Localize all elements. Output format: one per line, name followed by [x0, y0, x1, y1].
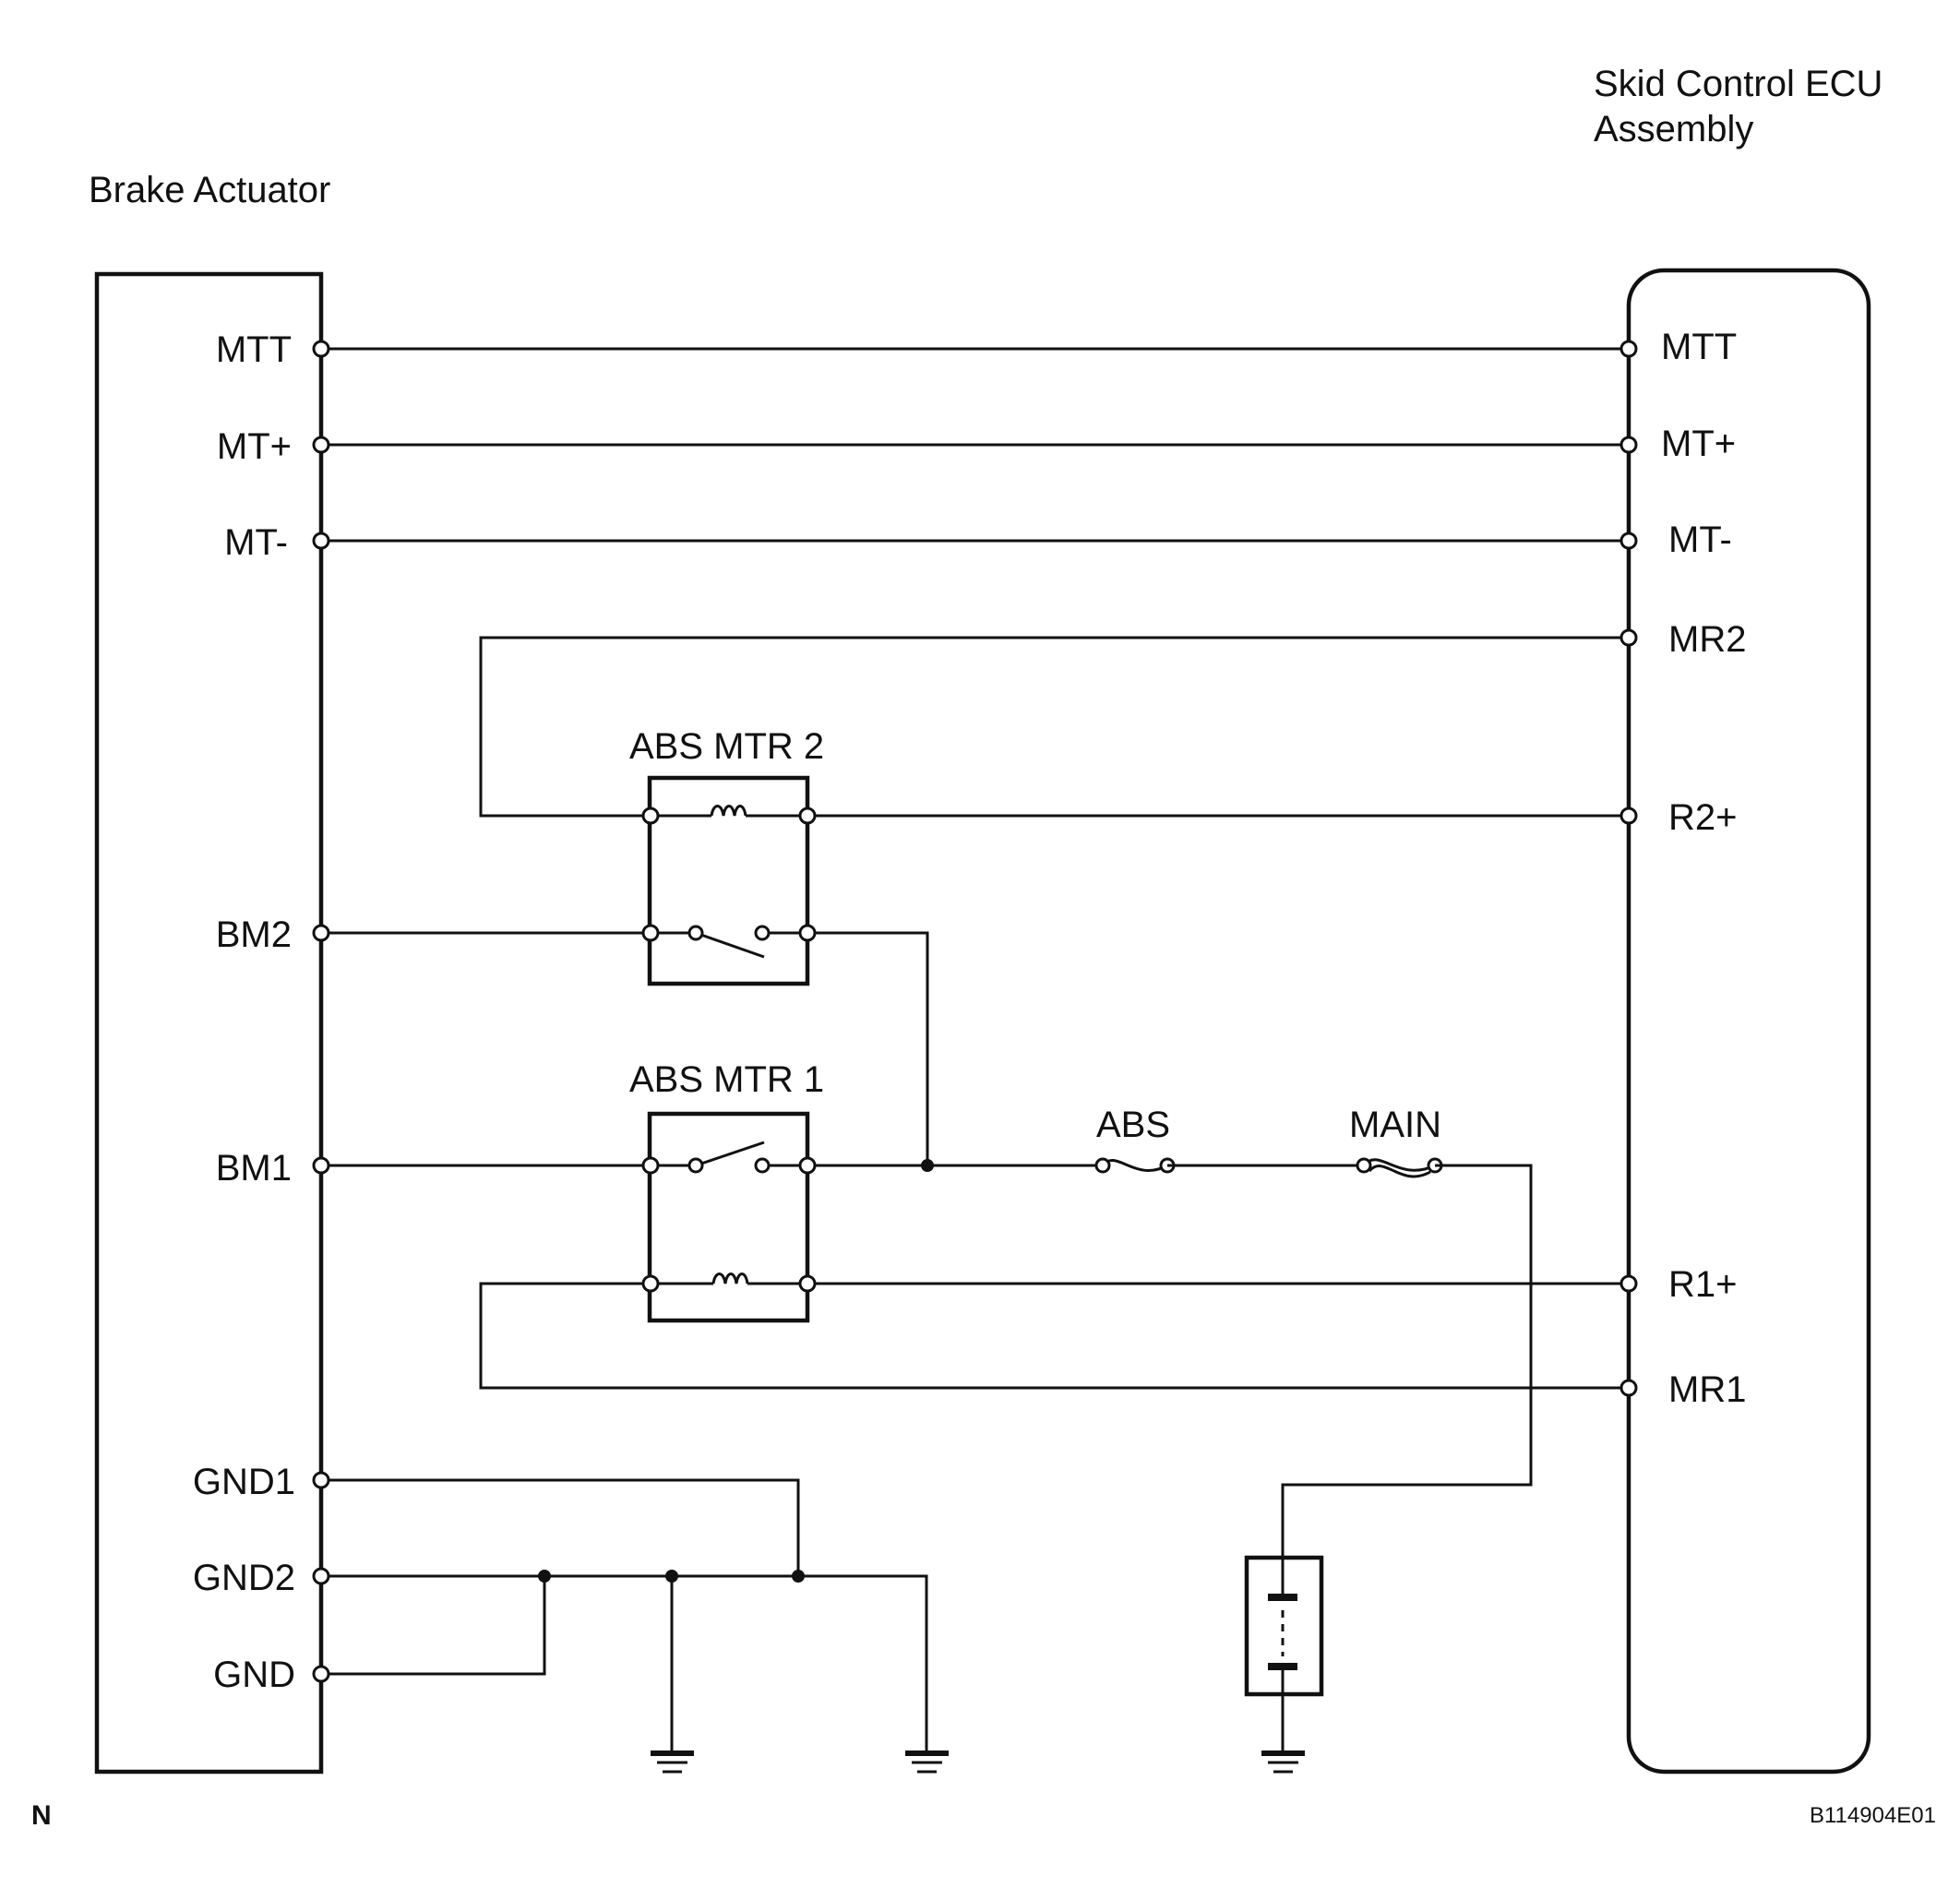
ecu-pin-mtt — [1619, 340, 1638, 358]
relay2-terminal — [798, 807, 817, 825]
actuator-label-gnd2: GND2 — [193, 1558, 295, 1598]
actuator-label-mtt: MTT — [216, 329, 292, 370]
relay1-switch-icon — [695, 1141, 765, 1167]
figure-code: B114904E01 — [1810, 1803, 1936, 1828]
wire-gnd — [321, 1576, 546, 1676]
relay1-switch-contact-left — [687, 1157, 704, 1174]
ecu-title-line1: Skid Control ECU — [1594, 64, 1882, 104]
relay1-terminal — [798, 1274, 817, 1293]
junction-dot — [538, 1570, 551, 1583]
relay2-switch-contact-left — [687, 925, 704, 941]
junction-dot — [921, 1159, 934, 1172]
fuse-abs-label: ABS — [1096, 1105, 1170, 1145]
relay1-coil-icon — [711, 1273, 749, 1285]
ecu-label-mtt: MTT — [1661, 327, 1737, 367]
relay2-label: ABS MTR 2 — [629, 726, 824, 767]
relay2-switch-contact-right — [754, 925, 771, 941]
ecu-pin-r1-plus — [1619, 1274, 1638, 1293]
junction-dot — [792, 1570, 805, 1583]
ecu-label-r1-plus: R1+ — [1668, 1264, 1738, 1305]
actuator-label-bm1: BM1 — [216, 1148, 292, 1189]
relay2-terminal — [641, 807, 660, 825]
fuse-abs-icon — [1101, 1159, 1168, 1172]
ecu-pin-mt-minus — [1619, 532, 1638, 550]
relay1-label: ABS MTR 1 — [629, 1059, 824, 1100]
wire-mr1 — [479, 1282, 1629, 1390]
actuator-pin-mtt — [312, 340, 330, 358]
actuator-pin-mt-plus — [312, 436, 330, 454]
actuator-pin-gnd1 — [312, 1471, 330, 1489]
relay1-terminal — [798, 1156, 817, 1175]
ecu-pin-r2-plus — [1619, 807, 1638, 825]
relay2-terminal — [798, 924, 817, 942]
ecu-title-line2: Assembly — [1594, 109, 1753, 149]
fuse-main-icon-inner — [1368, 1165, 1431, 1178]
relay1-terminal — [641, 1274, 660, 1293]
ground-icon — [651, 1751, 694, 1774]
relay2-terminal — [641, 924, 660, 942]
wire-gnd1 — [321, 1478, 800, 1576]
ecu-box — [1626, 268, 1871, 1774]
actuator-label-bm2: BM2 — [216, 914, 292, 955]
relay1-box — [647, 1111, 810, 1323]
fuse-abs-terminal-left — [1094, 1157, 1111, 1174]
ecu-label-mr2: MR2 — [1668, 619, 1746, 660]
relay1-terminal — [641, 1156, 660, 1175]
ecu-pin-mr1 — [1619, 1379, 1638, 1397]
wire-mr2 — [479, 636, 1629, 818]
fuse-main-terminal-left — [1356, 1157, 1372, 1174]
actuator-pin-gnd2 — [312, 1567, 330, 1585]
actuator-pin-gnd — [312, 1665, 330, 1683]
relay2-coil-icon — [710, 805, 747, 817]
ecu-label-mt-minus: MT- — [1668, 520, 1732, 560]
relay1-switch-contact-right — [754, 1157, 771, 1174]
actuator-label-mt-plus: MT+ — [217, 426, 292, 467]
wire-battery-positive — [1281, 1164, 1533, 1558]
fuse-main-icon — [1362, 1158, 1436, 1172]
wire-gnd2 — [321, 1574, 928, 1753]
actuator-pin-bm2 — [312, 924, 330, 942]
relay2-box — [647, 775, 810, 986]
ecu-label-mt-plus: MT+ — [1661, 424, 1736, 464]
ecu-pin-mt-plus — [1619, 436, 1638, 454]
ground-icon — [905, 1751, 949, 1774]
wire-bm2-junction — [807, 931, 929, 1165]
actuator-label-gnd: GND — [213, 1655, 295, 1695]
relay2-switch-icon — [695, 931, 765, 959]
actuator-pin-bm1 — [312, 1156, 330, 1175]
junction-dot — [665, 1570, 678, 1583]
actuator-label-mt-minus: MT- — [224, 522, 288, 563]
brake-actuator-box — [94, 271, 324, 1774]
actuator-label-gnd1: GND1 — [193, 1462, 295, 1502]
brake-actuator-title: Brake Actuator — [89, 170, 330, 210]
corner-letter: N — [31, 1800, 52, 1831]
ecu-pin-mr2 — [1619, 628, 1638, 647]
ecu-label-mr1: MR1 — [1668, 1369, 1746, 1410]
ground-icon — [1261, 1751, 1305, 1774]
fuse-main-label: MAIN — [1349, 1105, 1441, 1145]
actuator-pin-mt-minus — [312, 532, 330, 550]
ecu-label-r2-plus: R2+ — [1668, 797, 1738, 838]
